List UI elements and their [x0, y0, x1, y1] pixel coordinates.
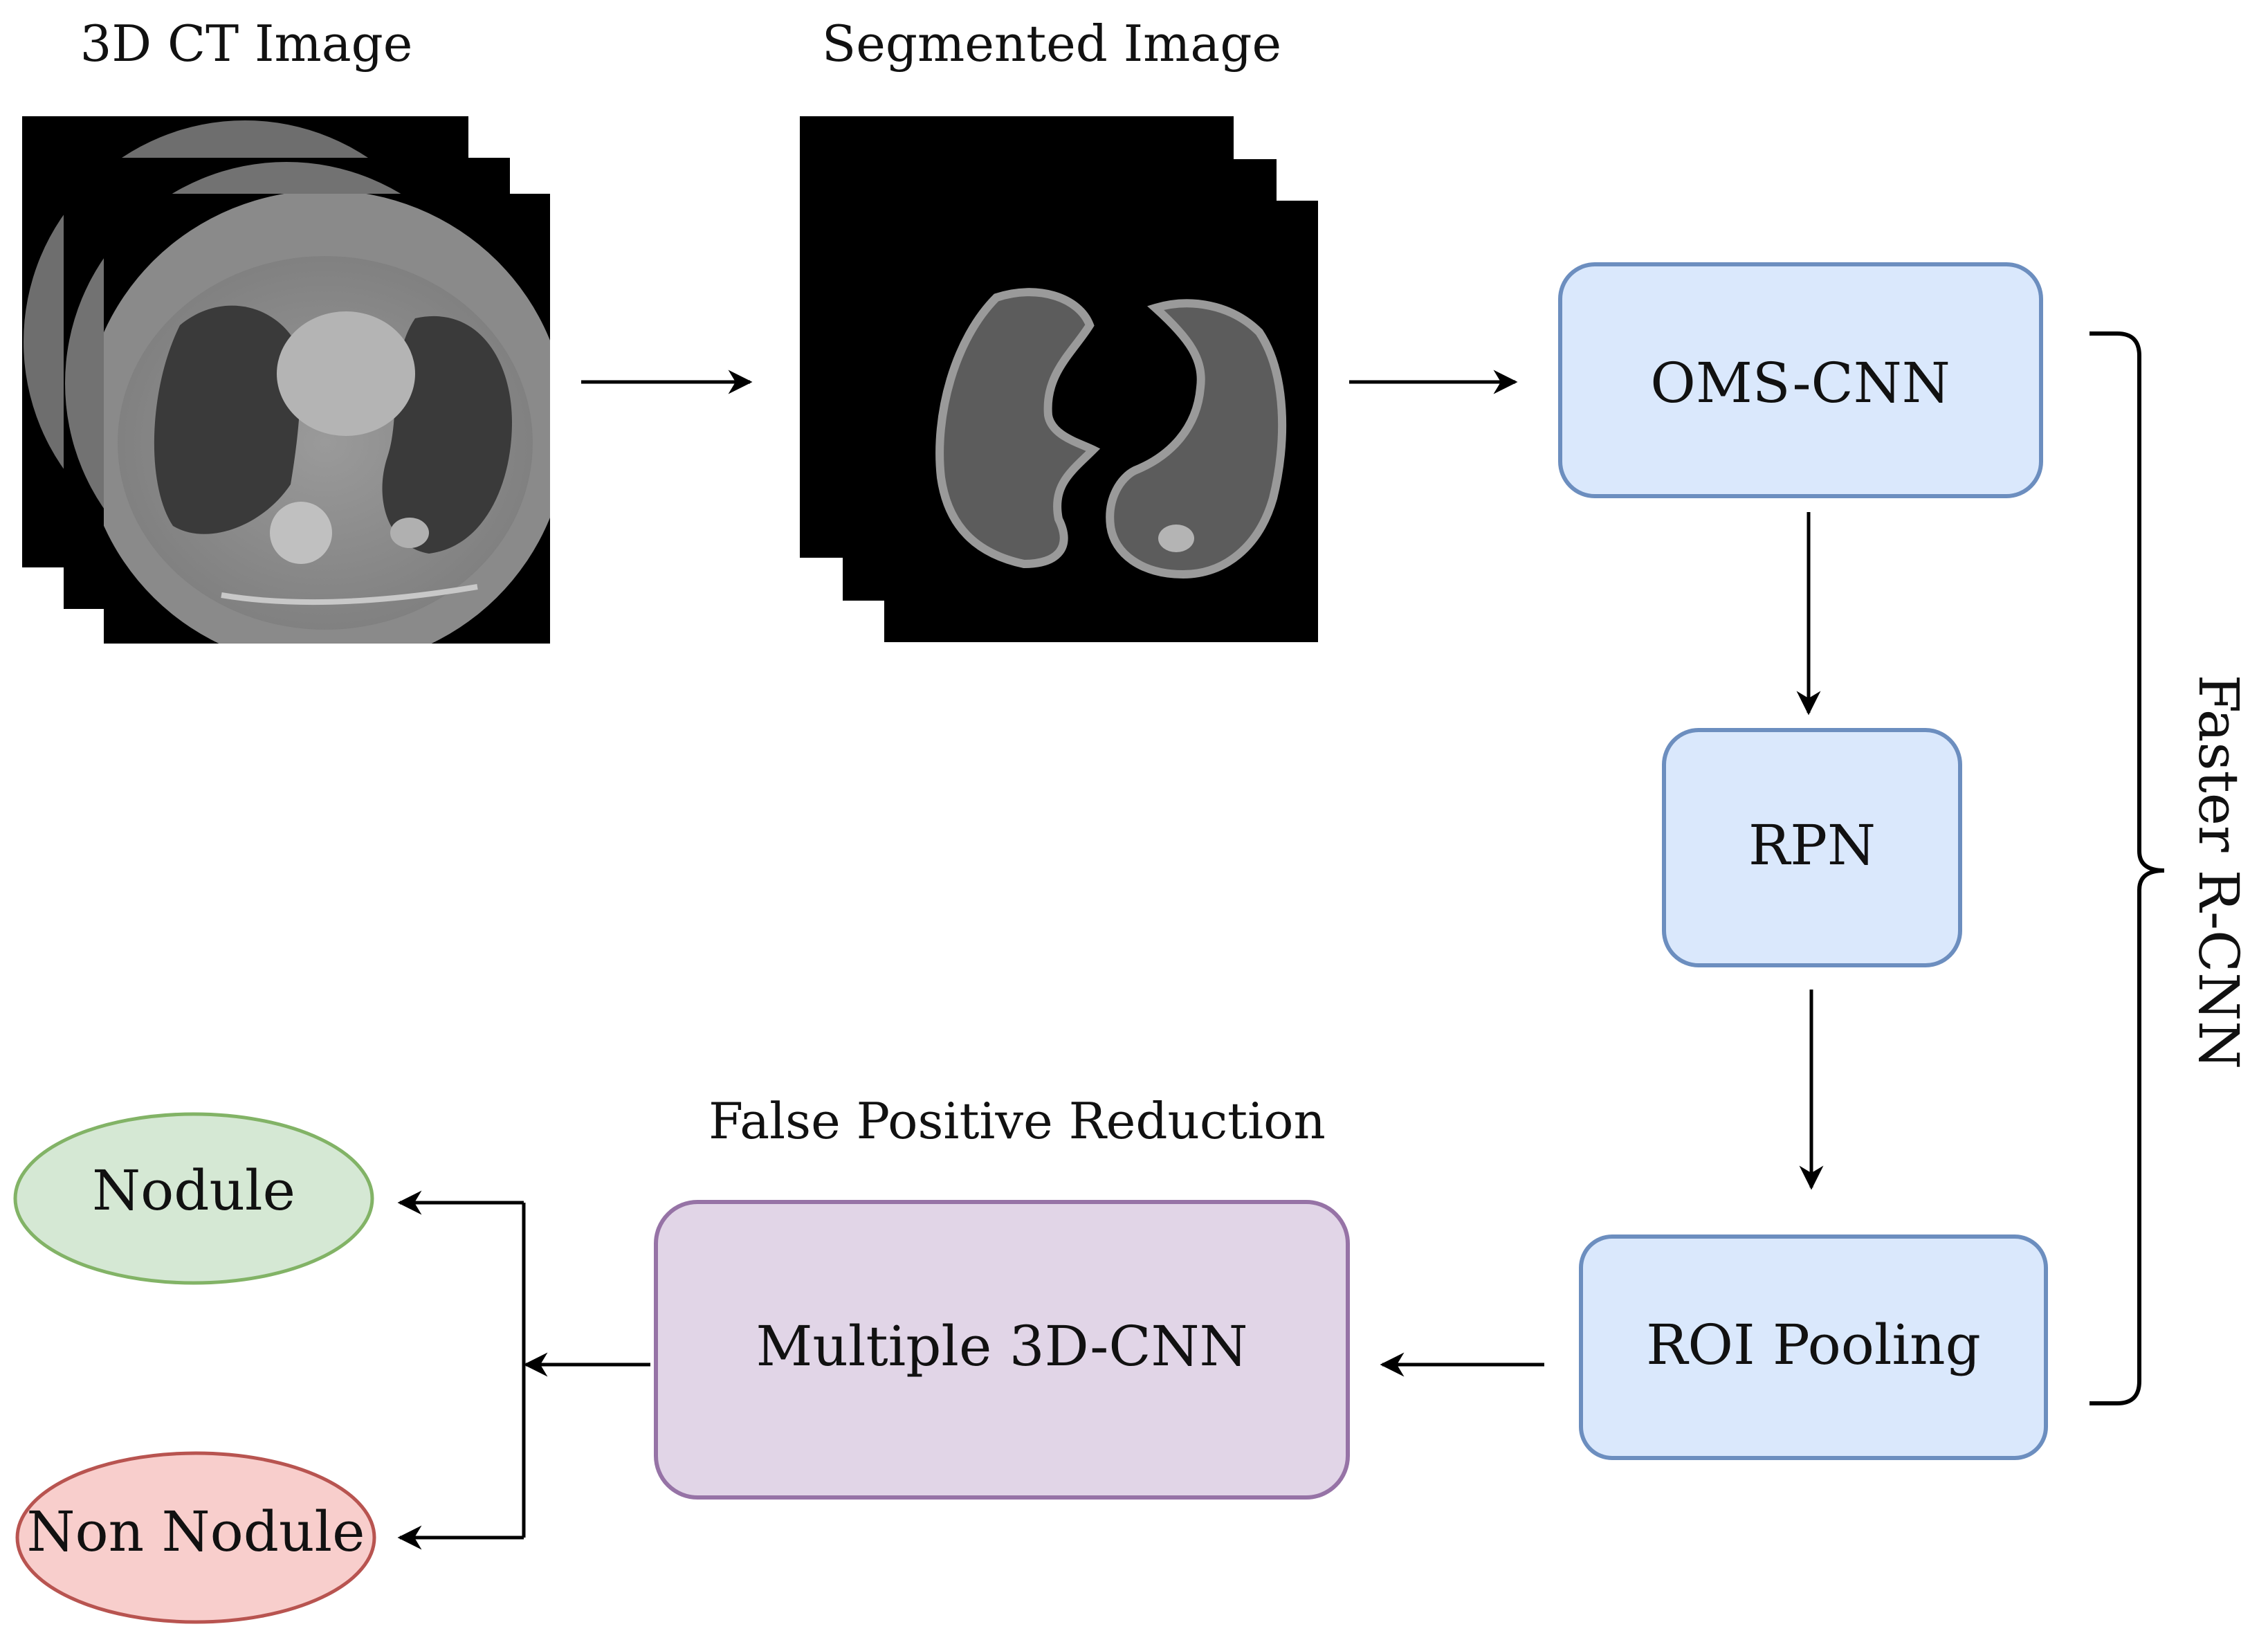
multiple-3d-cnn-box	[654, 1200, 1350, 1500]
ct-slice-front-content	[104, 194, 550, 644]
rpn-label: RPN	[1748, 813, 1876, 877]
ct-image-stack	[22, 116, 550, 644]
non-nodule-ellipse	[15, 1451, 376, 1624]
faster-rcnn-brace	[2089, 331, 2165, 1405]
segmented-image-stack	[800, 116, 1318, 642]
nodule-ellipse	[13, 1112, 374, 1285]
false-positive-reduction-label: False Positive Reduction	[708, 1092, 1326, 1150]
ct-spine	[270, 502, 332, 564]
faster-rcnn-label: Faster R-CNN	[2186, 675, 2251, 1069]
seg-right-lung	[1106, 299, 1287, 579]
seg-slice-front-content	[935, 288, 1287, 579]
oms-cnn-label: OMS-CNN	[1650, 351, 1950, 415]
seg-left-lung	[935, 288, 1101, 569]
non-nodule-label: Non Nodule	[27, 1500, 365, 1564]
ct-image-label: 3D CT Image	[80, 15, 413, 73]
ct-nodule	[390, 518, 429, 548]
segmented-image-label: Segmented Image	[822, 15, 1281, 73]
rpn-box	[1662, 728, 1962, 967]
ct-left-lung	[154, 305, 301, 534]
roi-pooling-label: ROI Pooling	[1646, 1313, 1981, 1377]
roi-pooling-box	[1579, 1234, 2048, 1460]
ct-heart	[277, 311, 415, 436]
nodule-label: Nodule	[92, 1158, 295, 1223]
multiple-3d-cnn-label: Multiple 3D-CNN	[756, 1314, 1247, 1378]
seg-nodule	[1158, 525, 1194, 552]
oms-cnn-box	[1558, 262, 2043, 498]
